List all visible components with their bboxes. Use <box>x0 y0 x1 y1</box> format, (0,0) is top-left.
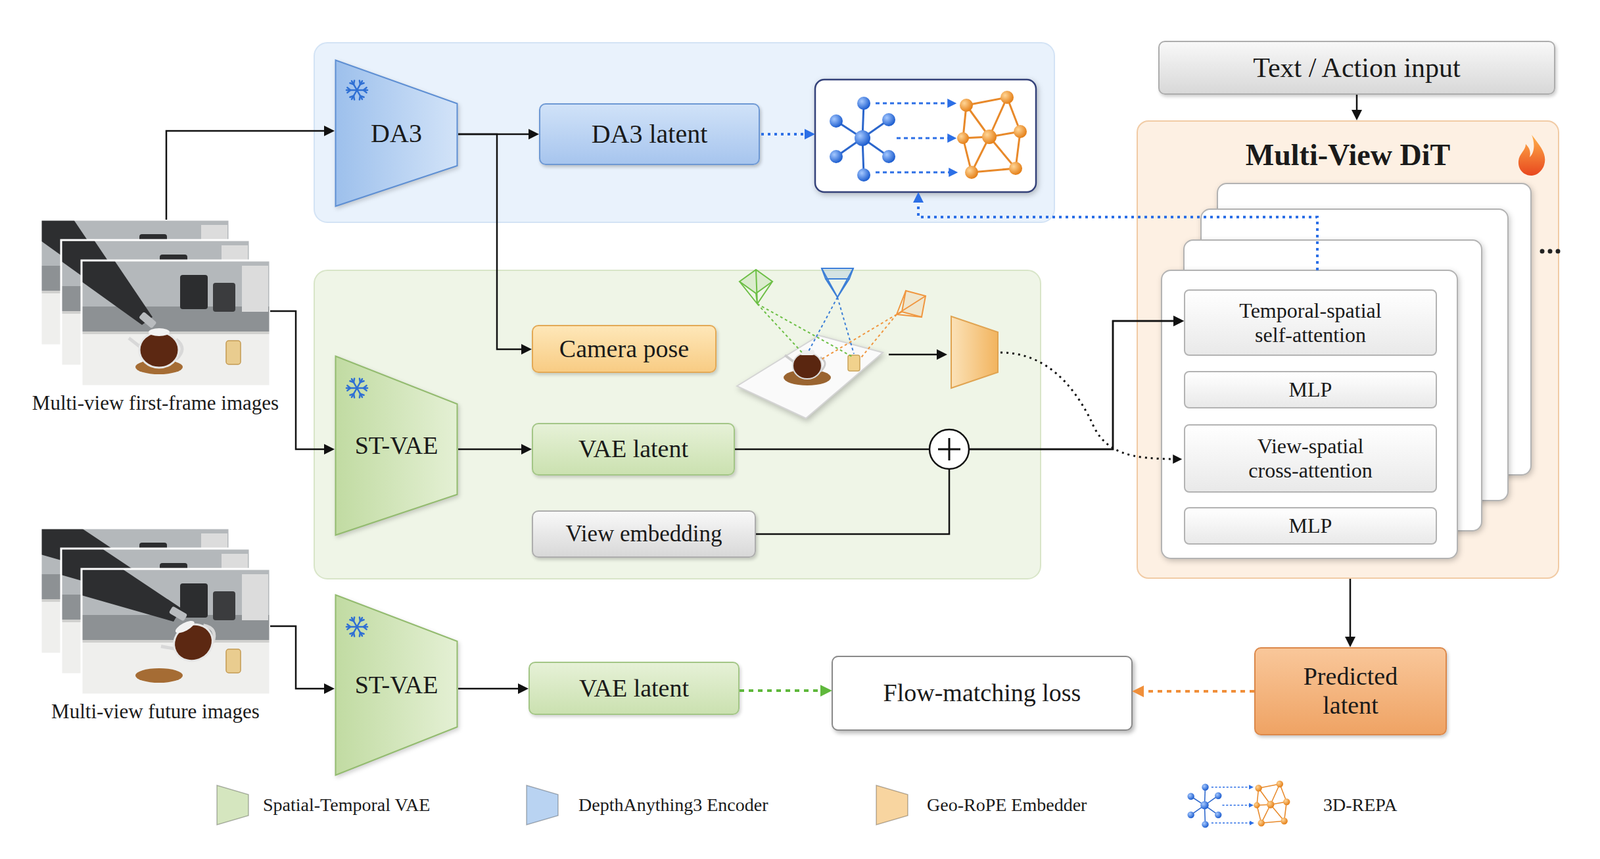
frozen-icon <box>346 616 368 636</box>
legend-item: 3D-REPA <box>1323 791 1398 818</box>
node-label: Temporal-spatial self-attention <box>1224 298 1397 348</box>
connector <box>1136 689 1255 693</box>
node-label: Camera pose <box>559 334 689 364</box>
legend-swatch-fill <box>526 784 559 825</box>
prediction-box: Predicted latent <box>1254 646 1447 735</box>
legend-item: Spatial-Temporal VAE <box>262 791 430 818</box>
node-label: ST-VAE <box>354 431 439 461</box>
repa-graph <box>815 79 1036 192</box>
legend-label: DepthAnything3 Encoder <box>578 791 769 818</box>
encoder-trapezoid: DA3 <box>334 59 459 208</box>
node-label: DA3 <box>370 118 423 149</box>
legend-swatch <box>216 784 250 825</box>
node-label: VAE latent <box>578 434 689 464</box>
connector <box>458 687 525 690</box>
caption-holder: Multi-view first-frame images <box>0 391 317 415</box>
connector <box>166 130 331 220</box>
latent-box: DA3 latent <box>539 103 760 165</box>
legend-label: 3D-REPA <box>1323 791 1398 818</box>
photo-stack <box>40 219 271 386</box>
node-label: View-spatial cross-attention <box>1241 433 1381 483</box>
mlp-block: MLP <box>1183 370 1437 409</box>
frozen-icon <box>346 80 368 100</box>
attention-block: Temporal-spatial self-attention <box>1183 289 1437 356</box>
connector <box>1349 578 1352 643</box>
image-stack: Multi-view first-frame images <box>40 219 271 386</box>
trainable-icon <box>1518 134 1545 176</box>
legend-swatch <box>525 784 559 825</box>
caption-holder: Multi-view future images <box>0 699 317 724</box>
legend-repa-icon <box>1187 780 1290 828</box>
caption: Multi-view future images <box>51 699 260 724</box>
vae-trapezoid: ST-VAE <box>334 354 459 536</box>
model-panel: Multi-View DiT Temporal-spatial self-atte… <box>1136 120 1560 579</box>
node-label: View embedding <box>565 520 723 547</box>
legend-swatch-fill <box>876 784 908 825</box>
more-layers-dots <box>1540 249 1561 254</box>
mlp-block: MLP <box>1183 506 1437 545</box>
photo-stack <box>40 527 271 695</box>
node-label: Flow-matching loss <box>883 678 1082 708</box>
connector <box>458 134 528 350</box>
input-box: Text / Action input <box>1158 40 1556 95</box>
connector <box>458 448 528 451</box>
connector <box>458 133 536 136</box>
sum-symbol <box>929 429 969 469</box>
repa-link <box>918 195 1318 271</box>
node-label: MLP <box>1289 377 1333 402</box>
node-label: MLP <box>1289 513 1333 538</box>
frozen-icon <box>346 377 368 398</box>
connector <box>734 320 1180 449</box>
latent-box: VAE latent <box>531 422 735 476</box>
connector <box>270 625 331 689</box>
caption: Multi-view first-frame images <box>32 391 279 415</box>
attention-block: View-spatial cross-attention <box>1183 423 1437 493</box>
legend-item: Geo-RoPE Embedder <box>926 791 1087 818</box>
scene-illustration <box>736 268 944 419</box>
geo-rope-embedder <box>951 316 998 388</box>
geo-rope-link <box>1000 352 1179 459</box>
vae-panel <box>314 270 1041 579</box>
panel-title: Multi-View DiT <box>1137 121 1558 173</box>
legend-item: DepthAnything3 Encoder <box>578 791 769 818</box>
embedding-box: View embedding <box>531 510 756 558</box>
node-label: VAE latent <box>579 673 689 703</box>
loss-box: Flow-matching loss <box>831 655 1133 731</box>
legend-label: Geo-RoPE Embedder <box>926 791 1087 818</box>
repa-link <box>761 132 812 136</box>
image-stack: Multi-view future images <box>40 527 271 695</box>
connector <box>739 688 828 692</box>
connector <box>755 320 1180 534</box>
node-label: DA3 latent <box>591 118 708 150</box>
encoder-panel <box>314 42 1055 223</box>
vae-trapezoid: ST-VAE <box>334 593 459 776</box>
legend-swatch-fill <box>216 784 249 825</box>
pose-box: Camera pose <box>531 324 717 373</box>
connector <box>270 310 331 449</box>
connector <box>1356 94 1359 117</box>
latent-box: VAE latent <box>528 661 740 715</box>
node-label: Predicted latent <box>1279 661 1422 720</box>
legend-swatch <box>875 784 909 825</box>
node-label: Text / Action input <box>1252 51 1461 84</box>
node-label: ST-VAE <box>354 670 439 700</box>
legend-label: Spatial-Temporal VAE <box>262 791 430 818</box>
